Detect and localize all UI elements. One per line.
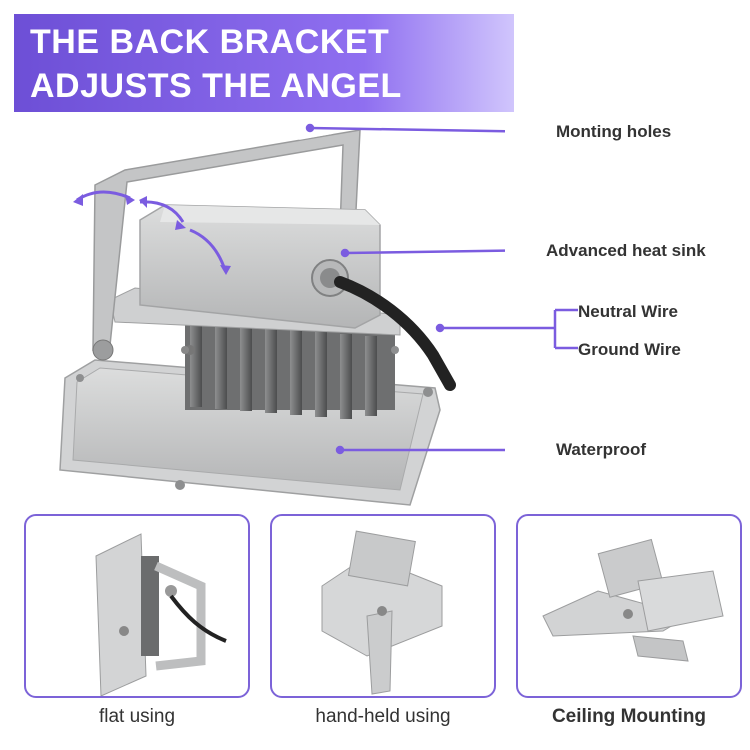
callout-ground-wire: Ground Wire xyxy=(578,340,681,359)
caption-flat-using: flat using xyxy=(98,706,176,727)
flat-using-image xyxy=(95,533,227,696)
callout-neutral-wire: Neutral Wire xyxy=(578,302,678,321)
caption-ceiling-mounting: Ceiling Mounting xyxy=(551,706,707,727)
usage-panel-hand-held xyxy=(270,514,496,698)
floodlight-product-image xyxy=(59,123,505,506)
caption-hand-held-using: hand-held using xyxy=(315,706,451,727)
hand-held-using-image xyxy=(321,530,443,695)
wire-callout-bracket xyxy=(500,308,578,350)
callout-mounting-holes: Monting holes xyxy=(556,122,672,141)
usage-panel-ceiling xyxy=(516,514,742,698)
title-line-1: THE BACK BRACKET xyxy=(30,23,390,61)
title-banner: THE BACK BRACKET ADJUSTS THE ANGEL xyxy=(14,14,514,112)
ceiling-mounting-image xyxy=(542,538,724,662)
title-line-2: ADJUSTS THE ANGEL xyxy=(30,67,402,105)
usage-panel-flat xyxy=(24,514,250,698)
callout-heat-sink: Advanced heat sink xyxy=(546,241,706,260)
callout-waterproof: Waterproof xyxy=(556,440,647,459)
